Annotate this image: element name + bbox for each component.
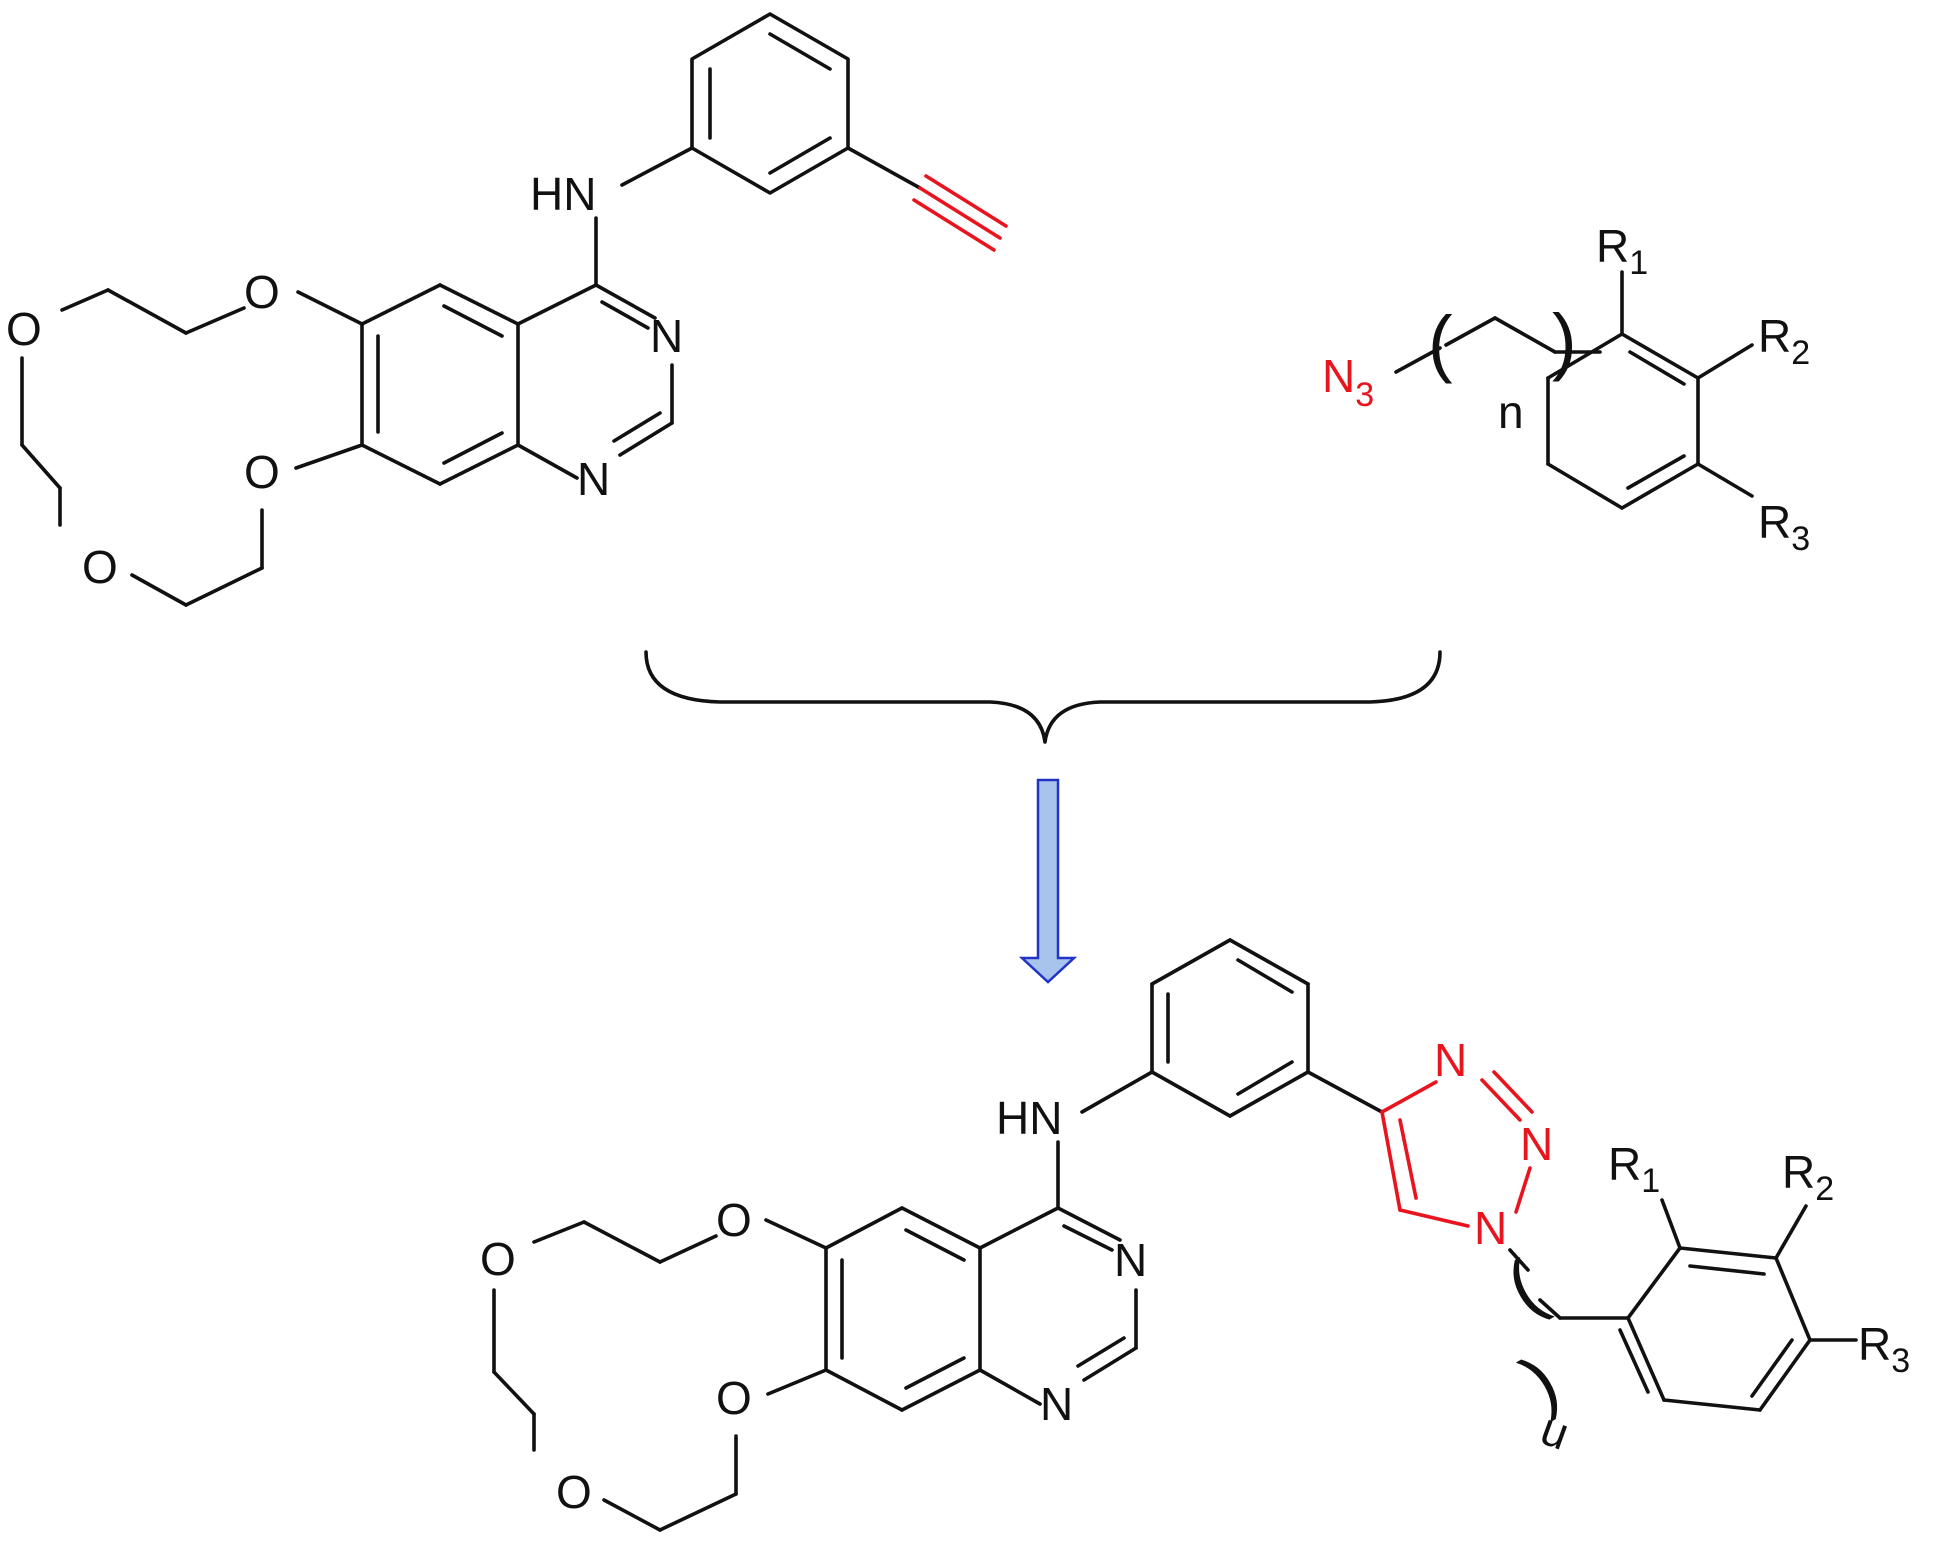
triazole-nitrogen-3: N: [1434, 1034, 1467, 1086]
crown-oxygen-3: O: [82, 541, 118, 593]
product-ring-nitrogen-upper: N: [1114, 1234, 1147, 1286]
product-amine-label: HN: [996, 1092, 1062, 1144]
repeat-index: n: [1498, 386, 1524, 438]
product-crown-oxygen-1: O: [716, 1194, 752, 1246]
azide-reactant: N3 ( ) n R1 R2 R3: [1322, 220, 1810, 558]
azide-label: N3: [1322, 350, 1374, 414]
alkyne-triple-bond: [846, 146, 1008, 252]
product-substituent-r2: R2: [1782, 1146, 1834, 1208]
product-crown-oxygen-2: O: [480, 1233, 516, 1285]
product-crown-oxygen-4: O: [716, 1372, 752, 1424]
substituent-r3: R3: [1758, 496, 1810, 558]
product-repeat-close-paren: ): [1509, 1339, 1572, 1423]
product-repeat-index: n: [1532, 1409, 1574, 1467]
alkyne-reactant: HN N N O O O: [6, 12, 1008, 607]
triazole-nitrogen-1: N: [1474, 1202, 1507, 1254]
product-substituent-r1: R1: [1608, 1138, 1660, 1200]
reaction-arrow: [1018, 778, 1078, 984]
substituent-r2: R2: [1758, 310, 1810, 372]
crown-ether: O O O O: [6, 266, 364, 607]
ring-nitrogen-upper: N: [650, 310, 683, 362]
phenyl-ring: [690, 12, 850, 195]
combining-brace: [644, 650, 1442, 744]
crown-oxygen-2: O: [6, 303, 42, 355]
ring-nitrogen-lower: N: [577, 453, 610, 505]
amine-label: HN: [530, 168, 596, 220]
triazole-ring: N N N: [1380, 1034, 1553, 1254]
crown-oxygen-1: O: [244, 266, 280, 318]
product-substituent-r3: R3: [1858, 1318, 1910, 1380]
substituent-r1: R1: [1596, 220, 1648, 282]
product-repeat-open-paren: (: [1493, 1245, 1556, 1329]
product-ring-nitrogen-lower: N: [1040, 1378, 1073, 1430]
product-crown-ether: O O O O: [480, 1194, 828, 1532]
triazole-nitrogen-2: N: [1520, 1118, 1553, 1170]
crown-oxygen-4: O: [244, 446, 280, 498]
triazole-product: N N N ( ) n R1 R2 R3: [480, 938, 1910, 1532]
product-crown-oxygen-3: O: [556, 1466, 592, 1518]
